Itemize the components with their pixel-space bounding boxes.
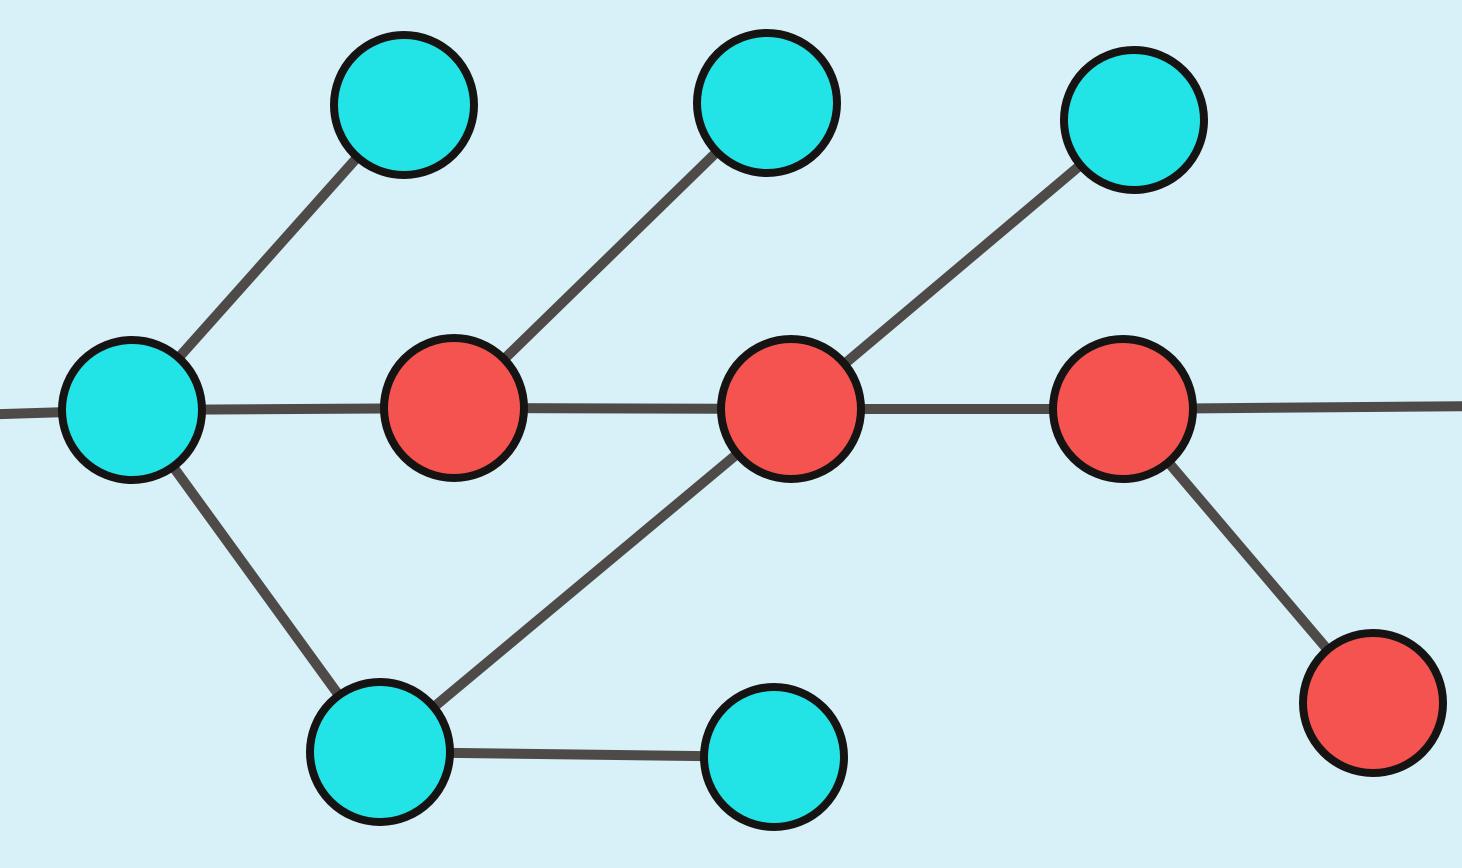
node-red-mid-2[interactable]: [717, 335, 865, 483]
node-cyan-left[interactable]: [58, 336, 206, 484]
node-cyan-top-mid[interactable]: [693, 29, 841, 177]
edge-red-mid-2-cyan-top-right: [787, 116, 1138, 413]
node-red-mid-1[interactable]: [380, 334, 528, 482]
node-red-mid-3[interactable]: [1049, 335, 1197, 483]
node-cyan-bottom-left[interactable]: [306, 678, 454, 826]
node-red-bottom-right[interactable]: [1299, 629, 1447, 777]
node-cyan-bottom-mid[interactable]: [700, 683, 848, 831]
edge-red-mid-2-cyan-bottom-left: [376, 405, 795, 756]
node-cyan-top-right[interactable]: [1060, 46, 1208, 194]
node-cyan-top-left[interactable]: [330, 31, 478, 179]
